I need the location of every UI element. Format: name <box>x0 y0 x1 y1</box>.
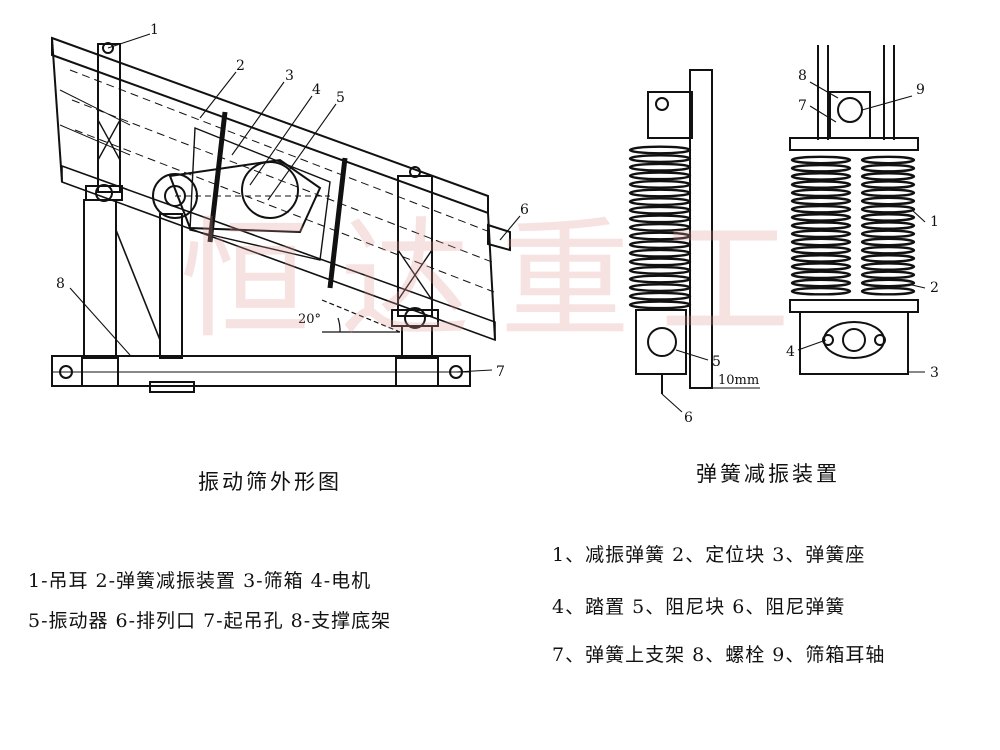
spring-coil <box>790 286 852 296</box>
spring-coil <box>860 188 916 198</box>
legend-left-line-2: 5-振动器 6-排列口 7-起吊孔 8-支撑底架 <box>28 610 392 632</box>
spring-coil <box>860 286 916 296</box>
legend-right-line-2: 4、踏置 5、阻尼块 6、阻尼弹簧 <box>552 596 846 618</box>
r-callout-5: 5 <box>712 354 721 370</box>
spring-coil <box>628 171 692 181</box>
spring-coil <box>860 213 916 222</box>
r-callout-4: 4 <box>786 344 795 360</box>
motor-vibrator <box>152 126 331 261</box>
angle-indicator <box>321 299 401 333</box>
spring-coil <box>860 229 916 239</box>
spring-coil <box>628 214 692 224</box>
spring-coil <box>860 163 916 173</box>
spring-coil <box>790 180 852 189</box>
callout-3: 3 <box>285 68 294 84</box>
spring-coil <box>790 278 852 288</box>
spring-coil <box>860 262 916 271</box>
right-leaders <box>661 81 926 413</box>
spring-coil <box>790 172 852 181</box>
spring-front-view <box>789 45 919 375</box>
right-spring-device-drawing <box>628 45 926 413</box>
spring-coil <box>790 229 852 239</box>
spring-coil <box>628 265 692 275</box>
spring-coil <box>860 278 916 288</box>
spring-coil <box>628 274 692 284</box>
spring-coil <box>790 237 852 247</box>
spring-coil <box>628 257 692 267</box>
spring-coil <box>790 221 852 230</box>
spring-coil <box>628 240 692 250</box>
legend-right-line-3: 7、弹簧上支架 8、螺栓 9、筛箱耳轴 <box>552 644 886 666</box>
spring-coil <box>860 270 916 280</box>
spring-coil <box>628 145 692 155</box>
callout-2: 2 <box>236 58 245 74</box>
spring-coil <box>790 245 852 255</box>
spring-coil <box>790 196 852 206</box>
angle-label: 20° <box>298 312 321 327</box>
spring-coil <box>628 154 692 164</box>
legend-left-line-1: 1-吊耳 2-弹簧减振装置 3-筛箱 4-电机 <box>28 570 372 592</box>
r-callout-6: 6 <box>684 410 693 426</box>
callout-1: 1 <box>150 22 159 38</box>
spring-coil <box>628 222 692 232</box>
spring-coil <box>628 231 692 241</box>
spring-coil <box>790 204 852 214</box>
r-callout-9: 9 <box>916 82 925 98</box>
callout-8: 8 <box>56 276 65 292</box>
r-callout-7: 7 <box>798 98 807 114</box>
spring-coil <box>628 162 692 172</box>
r-callout-2: 2 <box>930 280 939 296</box>
spring-coil <box>860 180 916 189</box>
spring-coil <box>790 163 852 173</box>
spring-coil <box>790 188 852 198</box>
spring-coil <box>860 254 916 263</box>
spring-coil <box>628 205 692 215</box>
left-machine-drawing <box>51 33 521 393</box>
spring-coil <box>790 213 852 222</box>
spring-coil <box>628 283 692 293</box>
legend-right-line-1: 1、减振弹簧 2、定位块 3、弹簧座 <box>552 544 866 566</box>
spring-side-view <box>628 69 760 394</box>
right-figure-caption: 弹簧减振装置 <box>696 462 840 486</box>
spring-coil <box>860 196 916 206</box>
r-callout-3: 3 <box>930 365 939 381</box>
dim-label: 10mm <box>718 373 759 388</box>
support-frame <box>51 199 471 393</box>
spring-coil <box>860 245 916 255</box>
spring-coil <box>860 221 916 230</box>
spring-coil <box>628 197 692 207</box>
callout-7: 7 <box>496 364 505 380</box>
r-callout-1: 1 <box>930 214 939 230</box>
spring-coil <box>860 172 916 181</box>
spring-coil <box>628 291 692 301</box>
callout-6: 6 <box>520 202 529 218</box>
spring-coil <box>860 237 916 247</box>
left-leaders <box>69 33 521 373</box>
callout-4: 4 <box>312 82 321 98</box>
callout-5: 5 <box>336 90 345 106</box>
spring-coil <box>790 262 852 271</box>
spring-coil <box>628 248 692 258</box>
spring-coil <box>790 254 852 263</box>
right-hanger <box>391 166 439 329</box>
spring-coil <box>860 204 916 214</box>
spring-coil <box>790 270 852 280</box>
spring-coil <box>628 300 692 310</box>
left-figure-caption: 振动筛外形图 <box>198 470 342 494</box>
spring-coil <box>628 179 692 189</box>
spring-coil <box>790 155 852 165</box>
spring-coil <box>628 188 692 198</box>
r-callout-8: 8 <box>798 68 807 84</box>
spring-coil <box>860 155 916 165</box>
discharge-outlet <box>487 223 511 252</box>
